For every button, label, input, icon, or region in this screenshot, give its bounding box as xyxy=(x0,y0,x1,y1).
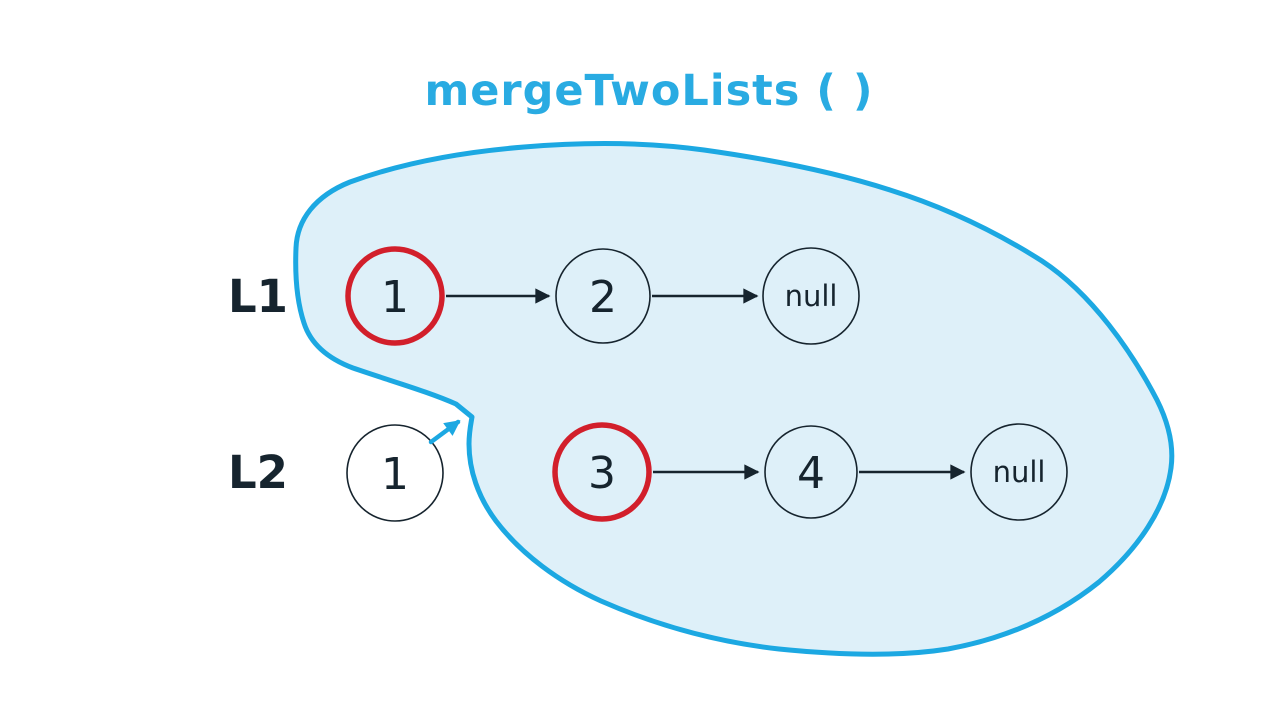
list-row-l1: L1 1 2 null xyxy=(228,246,860,346)
node-circle-l2-3-highlighted xyxy=(552,422,652,522)
list-label-l1: L1 xyxy=(228,270,288,323)
insertion-arrow-icon xyxy=(428,419,461,445)
node-circle-l2-4 xyxy=(764,425,858,519)
node-value-l2-4: 4 xyxy=(797,448,825,499)
diagram-title: mergeTwoLists ( ) xyxy=(424,66,873,116)
node-value-l1-1: 1 xyxy=(381,272,409,323)
node-circle-l1-null xyxy=(762,247,860,345)
node-value-l2-1: 1 xyxy=(381,449,409,500)
merged-region-shape xyxy=(293,141,1175,657)
list-row-l2: L2 1 3 4 null xyxy=(228,419,1068,522)
node-circle-l2-1-outside xyxy=(346,424,444,522)
node-circle-l1-1-highlighted xyxy=(345,246,445,346)
node-circle-l2-null xyxy=(970,423,1068,521)
list-label-l2: L2 xyxy=(228,446,288,499)
node-circle-l1-2 xyxy=(555,248,651,344)
node-value-l2-null: null xyxy=(993,455,1046,489)
node-value-l1-2: 2 xyxy=(589,272,617,323)
node-value-l1-null: null xyxy=(785,279,838,313)
node-value-l2-3: 3 xyxy=(588,448,616,499)
